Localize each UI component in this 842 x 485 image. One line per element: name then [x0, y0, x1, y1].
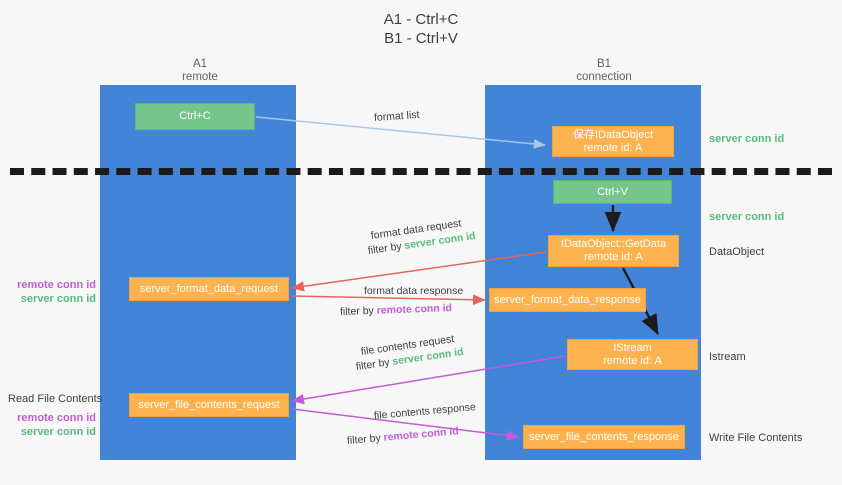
node-ctrl-c[interactable]: Ctrl+C [135, 103, 255, 130]
annotation-server-conn-id: server conn id [20, 426, 96, 438]
node-server-format-data-request[interactable]: server_format_data_request [129, 277, 289, 301]
annotation-conn-ids-file: remote conn id server conn id [8, 411, 96, 439]
title-line-2: B1 - Ctrl+V [384, 30, 458, 47]
filter-prefix: filter by [339, 304, 377, 318]
node-getdata[interactable]: IDataObject::GetData remote id: A [548, 235, 679, 267]
edge-label-file-contents-response: file contents response [373, 401, 477, 422]
node-ctrl-v[interactable]: Ctrl+V [553, 180, 672, 204]
phase-divider [10, 168, 832, 175]
edge-label-format-data-response: format data response [364, 285, 464, 297]
column-header-b1: B1 connection [538, 58, 670, 84]
node-istream[interactable]: IStream remote id: A [567, 339, 698, 370]
filter-prefix: filter by [355, 355, 394, 373]
node-idataobject[interactable]: 保存IDataObject remote id: A [552, 126, 674, 157]
node-getdata-sub: remote id: A [584, 251, 643, 263]
filter-prefix: filter by [346, 431, 385, 447]
annotation-write-file-contents: Write File Contents [709, 432, 803, 444]
node-idataobject-sub: remote id: A [583, 141, 643, 154]
annotation-server-conn-id: server conn id [20, 293, 96, 305]
node-ctrl-v-label: Ctrl+V [597, 185, 628, 198]
edge-label-format-list: format list [373, 108, 420, 124]
node-server-format-data-response[interactable]: server_format_data_response [489, 288, 646, 312]
node-getdata-label: IDataObject::GetData [560, 238, 667, 250]
page-title: A1 - Ctrl+C B1 - Ctrl+V [0, 10, 842, 48]
column-b1-role: connection [576, 71, 632, 83]
node-server-file-contents-response-label: server_file_contents_response [529, 430, 679, 443]
edge-label-format-data-response-filter: filter by remote conn id [340, 302, 452, 318]
node-server-format-data-request-label: server_format_data_request [139, 282, 279, 295]
filter-prefix: filter by [367, 239, 406, 257]
annotation-server-conn-id-top: server conn id [709, 133, 785, 145]
column-a1-name: A1 [192, 58, 208, 70]
filter-value-remote-conn-id: remote conn id [383, 425, 460, 444]
node-server-file-contents-request-label: server_file_contents_request [138, 398, 280, 411]
column-a1-role: remote [182, 71, 218, 83]
node-server-file-contents-response[interactable]: server_file_contents_response [523, 425, 685, 449]
node-istream-sub: remote id: A [603, 354, 662, 367]
annotation-read-file-contents: Read File Contents [8, 393, 103, 405]
node-ctrl-c-label: Ctrl+C [179, 110, 211, 122]
annotation-remote-conn-id: remote conn id [17, 279, 96, 291]
annotation-server-conn-id-mid: server conn id [709, 211, 785, 223]
node-server-file-contents-request[interactable]: server_file_contents_request [129, 393, 289, 417]
annotation-istream: Istream [709, 351, 746, 363]
column-header-a1: A1 remote [140, 58, 260, 84]
filter-value-remote-conn-id: remote conn id [376, 302, 453, 317]
node-idataobject-label: 保存IDataObject [572, 128, 654, 141]
node-istream-label: IStream [613, 341, 652, 354]
annotation-conn-ids-format: remote conn id server conn id [8, 278, 96, 306]
annotation-remote-conn-id: remote conn id [17, 412, 96, 424]
column-b1-name: B1 [596, 58, 612, 70]
edge-label-file-contents-response-filter: filter by remote conn id [346, 425, 459, 447]
annotation-dataobject: DataObject [709, 246, 765, 258]
title-line-1: A1 - Ctrl+C [383, 11, 459, 28]
node-server-format-data-response-label: server_format_data_response [494, 293, 641, 306]
